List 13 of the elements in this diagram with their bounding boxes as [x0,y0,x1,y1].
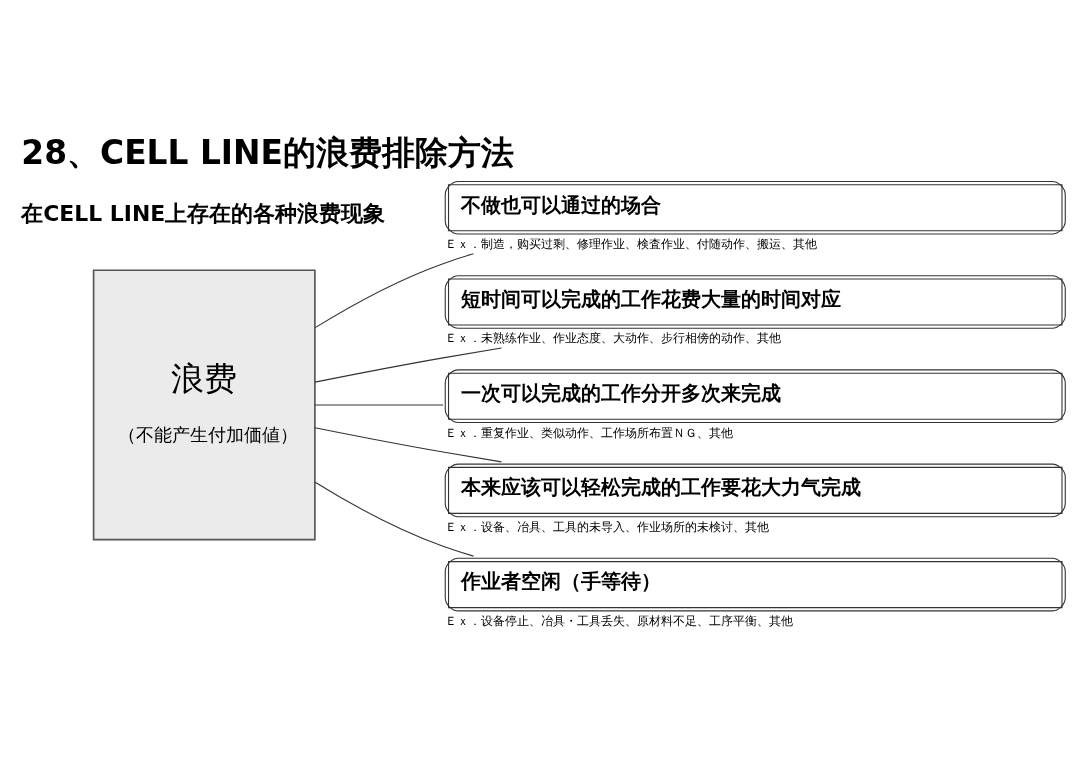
node-label: Ｅｘ．重复作业、类似动作、工作场所布置ＮＧ、其他 [445,425,734,440]
node-label: Ｅｘ．制造，购买过剩、修理作业、検査作业、付随动作、搬运、其他 [445,236,818,251]
node-label: Ｅｘ．设备停止、冶具・工具丢失、原材料不足、工序平衡、其他 [445,613,794,628]
node-box: 浪费 （不能产生付加価値） [92,268,316,541]
connector [314,426,502,462]
connector [314,252,475,328]
connector [314,403,444,405]
connector [314,481,475,557]
node-label: Ｅｘ．未熟练作业、作业态度、大动作、步行相傍的动作、其他 [445,330,782,345]
label: 在CELL LINE上存在的各种浪费现象 [21,200,386,226]
diagram-title: 28、CELL LINE的浪费排除方法 [21,132,515,172]
node-label: Ｅｘ．设备、冶具、工具的未导入、作业场所的未検讨、其他 [445,519,770,534]
connector [314,346,502,383]
